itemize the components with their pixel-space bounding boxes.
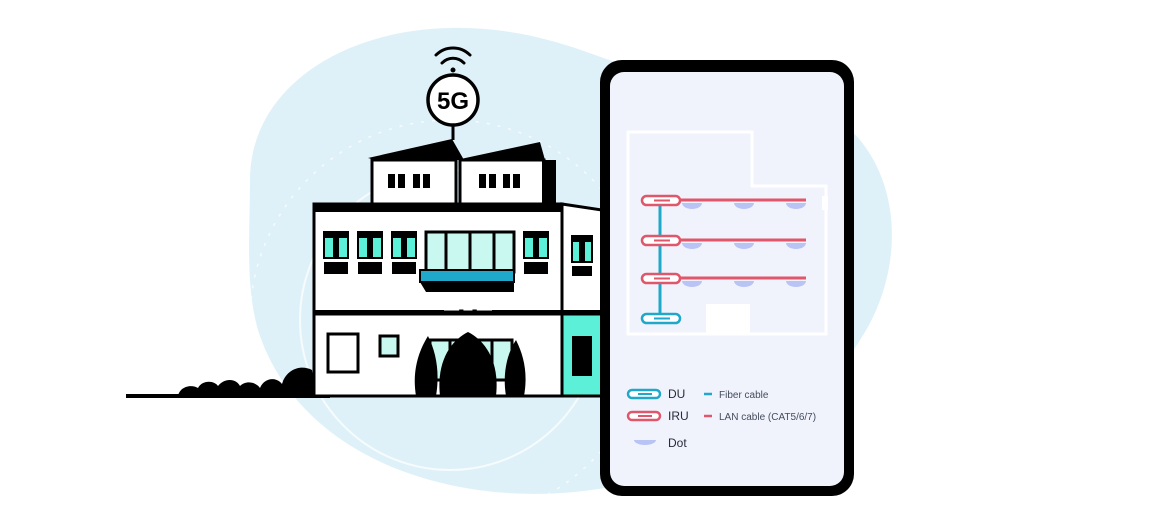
dot-icon	[734, 243, 754, 249]
dot-icon	[786, 281, 806, 287]
central-window	[419, 230, 516, 292]
legend-iru-icon	[626, 410, 662, 422]
dot-icon	[786, 243, 806, 249]
legend-du-icon	[626, 388, 662, 400]
balcony	[419, 269, 515, 283]
phone: DU IRU Dot Fiber cable LAN cable (CAT5/6…	[600, 60, 854, 496]
tree-center	[439, 332, 497, 396]
dot-icon	[682, 281, 702, 287]
legend-du-label: DU	[668, 387, 685, 401]
lan-cables	[680, 198, 806, 280]
ground-window-small	[378, 334, 400, 358]
badge-5g-label: 5G	[437, 88, 469, 115]
tree-right	[504, 340, 526, 396]
entrance	[414, 332, 526, 396]
floor-plan	[626, 130, 828, 336]
legend-fiber-label: Fiber cable	[719, 390, 769, 401]
dot-icon	[734, 203, 754, 209]
legend-dot-icon	[634, 440, 656, 445]
iru-icon	[640, 234, 682, 247]
iru-icon	[640, 272, 682, 285]
antenna-5g: 5G	[426, 46, 480, 140]
roof-right	[456, 142, 545, 160]
floor-plan-room	[706, 304, 750, 334]
upper-windows	[323, 231, 593, 276]
attic-right	[458, 158, 546, 206]
iru-icon	[640, 194, 682, 207]
legend-lan-label: LAN cable (CAT5/6/7)	[719, 412, 816, 423]
dot-icon	[682, 243, 702, 249]
dot-icon	[734, 281, 754, 287]
dot-icon	[786, 203, 806, 209]
floor-plan-door	[822, 196, 828, 210]
tree-left	[414, 336, 438, 396]
bushes	[178, 367, 316, 396]
roof-left	[368, 139, 464, 160]
dot-icon	[682, 203, 702, 209]
wifi-icon	[434, 46, 472, 73]
legend-iru-label: IRU	[668, 409, 689, 423]
du-icon	[640, 312, 682, 325]
legend-dot-label: Dot	[668, 436, 687, 450]
ground-window-left	[326, 332, 360, 374]
dots	[682, 203, 806, 287]
attic-windows	[388, 174, 520, 188]
legend: DU IRU Dot Fiber cable LAN cable (CAT5/6…	[626, 387, 816, 450]
iru-units	[640, 194, 682, 285]
